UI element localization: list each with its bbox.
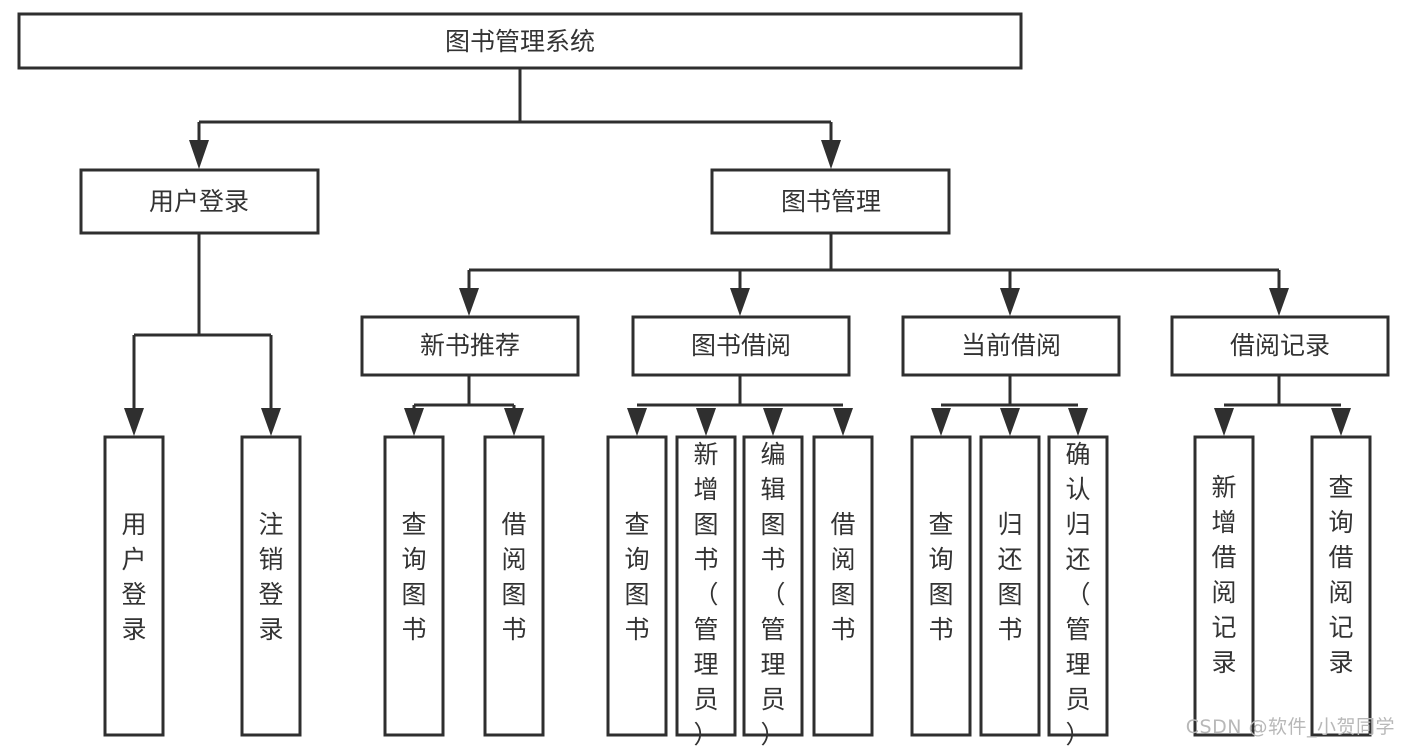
node-leaf-query-book-a-label: 查询图书	[401, 510, 426, 644]
node-new-book-rec-box[interactable]	[360, 315, 580, 377]
node-user-login-box[interactable]	[79, 168, 320, 235]
node-leaf-query-book-c-box[interactable]	[910, 435, 972, 737]
node-current-borrow-label: 当前借阅	[961, 331, 1061, 360]
arrow-to-leaf-user-login	[124, 408, 144, 436]
node-leaf-logout-box[interactable]	[240, 435, 302, 737]
node-leaf-add-book-box[interactable]	[675, 435, 737, 737]
arrow-to-leaf-query-book-c	[931, 408, 951, 436]
node-leaf-query-book-b[interactable]: 查询图书	[606, 435, 668, 737]
node-leaf-logout[interactable]: 注销登录	[240, 435, 302, 737]
node-leaf-query-book-a[interactable]: 查询图书	[383, 435, 445, 737]
node-leaf-edit-book-box[interactable]	[742, 435, 804, 737]
node-new-book-rec[interactable]: 新书推荐	[360, 315, 580, 377]
arrow-to-leaf-query-record	[1331, 408, 1351, 436]
node-leaf-add-record-box[interactable]	[1193, 435, 1255, 737]
arrow-to-leaf-logout	[261, 408, 281, 436]
node-root-box[interactable]	[17, 12, 1023, 70]
node-book-manage-label: 图书管理	[781, 187, 881, 216]
node-root[interactable]: 图书管理系统	[17, 12, 1023, 70]
arrow-to-leaf-add-record	[1214, 408, 1234, 436]
arrow-to-book-borrow	[730, 288, 750, 316]
node-borrow-record-box[interactable]	[1170, 315, 1390, 377]
node-leaf-query-book-b-label: 查询图书	[624, 510, 649, 644]
node-user-login-label: 用户登录	[149, 187, 249, 216]
node-leaf-logout-label: 注销登录	[258, 510, 283, 644]
node-book-manage-box[interactable]	[710, 168, 951, 235]
node-leaf-query-record[interactable]: 查询借阅记录	[1310, 435, 1372, 737]
node-leaf-confirm-return-label: 确认归还（管理员）	[1065, 440, 1090, 747]
node-leaf-return-book[interactable]: 归还图书	[979, 435, 1041, 737]
arrow-to-leaf-return-book	[1000, 408, 1020, 436]
arrow-to-user-login	[189, 140, 209, 169]
node-leaf-return-book-label: 归还图书	[997, 510, 1022, 644]
node-leaf-add-record-label: 新增借阅记录	[1211, 473, 1236, 677]
node-leaf-edit-book-label: 编辑图书（管理员）	[760, 440, 785, 747]
node-leaf-query-book-a-box[interactable]	[383, 435, 445, 737]
node-leaf-borrow-book-a-box[interactable]	[483, 435, 545, 737]
node-current-borrow-box[interactable]	[901, 315, 1121, 377]
node-leaf-borrow-book-b[interactable]: 借阅图书	[812, 435, 874, 737]
arrow-to-leaf-query-book-a	[404, 408, 424, 436]
node-leaf-edit-book[interactable]: 编辑图书（管理员）	[742, 435, 804, 747]
arrow-to-new-book-rec	[459, 288, 479, 316]
node-leaf-add-book[interactable]: 新增图书（管理员）	[675, 435, 737, 747]
node-book-borrow-box[interactable]	[631, 315, 851, 377]
node-current-borrow[interactable]: 当前借阅	[901, 315, 1121, 377]
node-leaf-borrow-book-b-box[interactable]	[812, 435, 874, 737]
arrow-to-leaf-query-book-b	[627, 408, 647, 436]
node-leaf-add-book-label: 新增图书（管理员）	[693, 440, 718, 747]
node-leaf-query-record-label: 查询借阅记录	[1328, 473, 1353, 677]
node-book-borrow-label: 图书借阅	[691, 331, 791, 360]
node-leaf-borrow-book-b-label: 借阅图书	[830, 510, 855, 644]
arrow-to-leaf-edit-book	[763, 408, 783, 436]
arrow-to-leaf-add-book	[696, 408, 716, 436]
node-leaf-query-record-box[interactable]	[1310, 435, 1372, 737]
node-leaf-query-book-c[interactable]: 查询图书	[910, 435, 972, 737]
node-leaf-borrow-book-a[interactable]: 借阅图书	[483, 435, 545, 737]
arrow-to-book-manage	[821, 140, 841, 169]
node-leaf-add-record[interactable]: 新增借阅记录	[1193, 435, 1255, 737]
node-leaf-query-book-c-label: 查询图书	[928, 510, 953, 644]
connector-layer	[124, 68, 1351, 436]
node-user-login[interactable]: 用户登录	[79, 168, 320, 235]
arrow-to-borrow-record	[1269, 288, 1289, 316]
node-root-label: 图书管理系统	[445, 27, 595, 56]
arrow-to-current-borrow	[1000, 288, 1020, 316]
node-leaf-confirm-return-box[interactable]	[1047, 435, 1109, 737]
node-new-book-rec-label: 新书推荐	[420, 331, 520, 360]
node-leaf-user-login-label: 用户登录	[121, 510, 146, 644]
node-book-manage[interactable]: 图书管理	[710, 168, 951, 235]
node-leaf-borrow-book-a-label: 借阅图书	[501, 510, 526, 644]
node-leaf-return-book-box[interactable]	[979, 435, 1041, 737]
node-leaf-confirm-return[interactable]: 确认归还（管理员）	[1047, 435, 1109, 747]
node-leaf-query-book-b-box[interactable]	[606, 435, 668, 737]
node-leaf-user-login-box[interactable]	[103, 435, 165, 737]
node-borrow-record[interactable]: 借阅记录	[1170, 315, 1390, 377]
node-leaf-user-login[interactable]: 用户登录	[103, 435, 165, 737]
node-book-borrow[interactable]: 图书借阅	[631, 315, 851, 377]
arrow-to-leaf-borrow-book-b	[833, 408, 853, 436]
arrow-to-leaf-confirm-return	[1068, 408, 1088, 436]
arrow-to-leaf-borrow-book-a	[504, 408, 524, 436]
node-borrow-record-label: 借阅记录	[1230, 331, 1330, 360]
